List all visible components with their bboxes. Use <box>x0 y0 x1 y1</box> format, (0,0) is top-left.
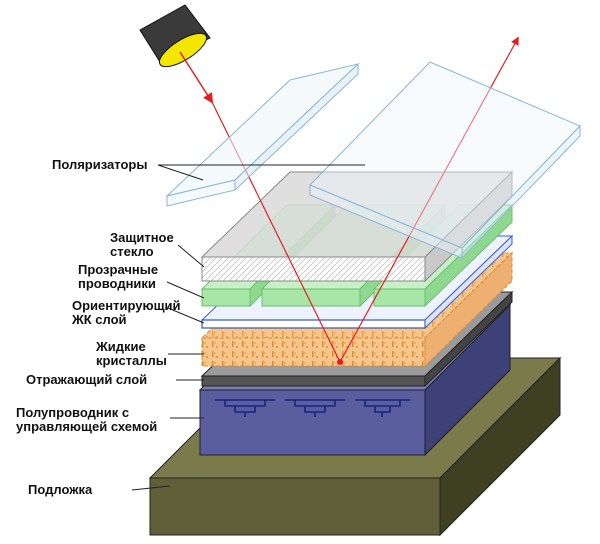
leader-lines <box>131 164 365 491</box>
control-circuit-icon <box>215 399 410 417</box>
polarizer-right <box>309 61 581 260</box>
label-alignment-layer: Ориентирующий ЖК слой <box>72 298 181 327</box>
label-polarizers: Поляризаторы <box>52 157 148 172</box>
label-liquid-crystals: Жидкие кристаллы <box>96 339 167 368</box>
label-substrate: Подложка <box>28 482 93 497</box>
label-transparent-conductors: Прозрачные проводники <box>78 262 159 291</box>
light-source-icon <box>139 4 211 68</box>
label-protective-glass: Защитное стекло <box>110 230 174 259</box>
protective-glass <box>200 170 514 283</box>
label-semiconductor: Полупроводник с управляющей схемой <box>16 405 158 434</box>
polarizer-left <box>165 62 360 207</box>
label-reflective-layer: Отражающий слой <box>26 372 148 387</box>
